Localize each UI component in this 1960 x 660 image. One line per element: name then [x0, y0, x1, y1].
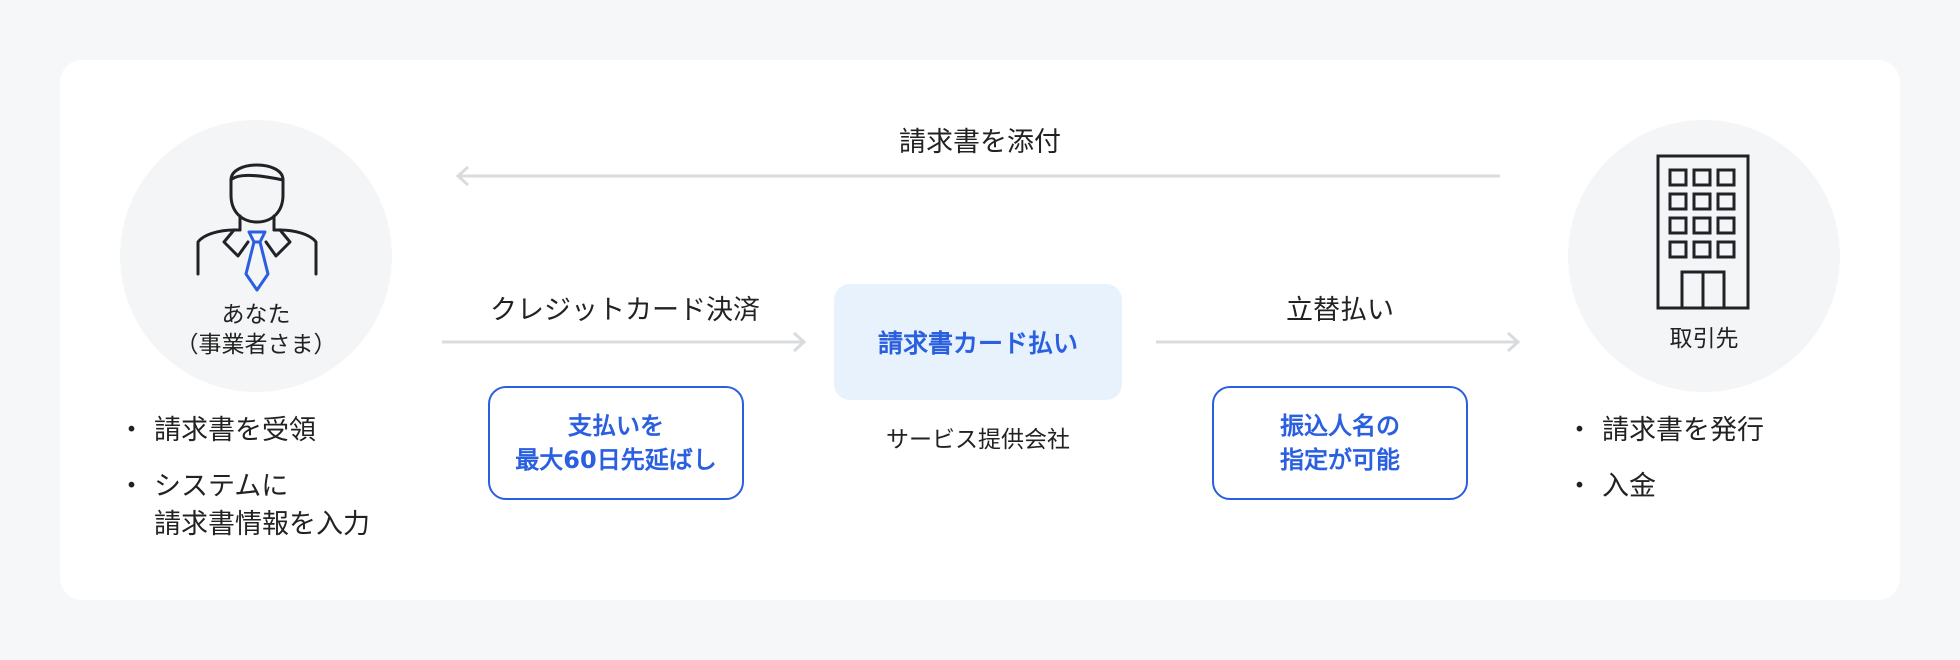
right-flow-label: 立替払い — [1286, 295, 1394, 326]
payer-name-badge: 振込人名の 指定が可能 — [1212, 386, 1468, 500]
you-label-line1: あなた — [221, 302, 291, 328]
you-label: あなた （事業者さま） — [160, 300, 352, 360]
you-label-line2: （事業者さま） — [175, 332, 337, 358]
service-caption: サービス提供会社 — [886, 427, 1070, 453]
top-flow-label: 請求書を添付 — [899, 127, 1061, 158]
you-bullet-2: システムに 請求書情報を入力 — [118, 468, 424, 544]
client-bullet-2: 入金 — [1566, 468, 1872, 506]
client-bullet-1: 請求書を発行 — [1566, 412, 1872, 450]
service-title-box: 請求書カード払い — [834, 284, 1122, 400]
deferral-badge: 支払いを 最大60日先延ばし — [488, 386, 744, 500]
businessperson-icon — [196, 163, 318, 292]
right-arrow-right — [1156, 331, 1521, 353]
you-bullets: 請求書を受領 システムに 請求書情報を入力 — [118, 412, 424, 562]
left-arrow-right — [442, 331, 807, 353]
top-arrow-left — [455, 165, 1500, 187]
office-building-icon — [1656, 154, 1750, 310]
client-bullets: 請求書を発行 入金 — [1566, 412, 1872, 524]
client-label: 取引先 — [1669, 326, 1739, 352]
you-bullet-1: 請求書を受領 — [118, 412, 424, 450]
left-flow-label: クレジットカード決済 — [490, 295, 760, 326]
